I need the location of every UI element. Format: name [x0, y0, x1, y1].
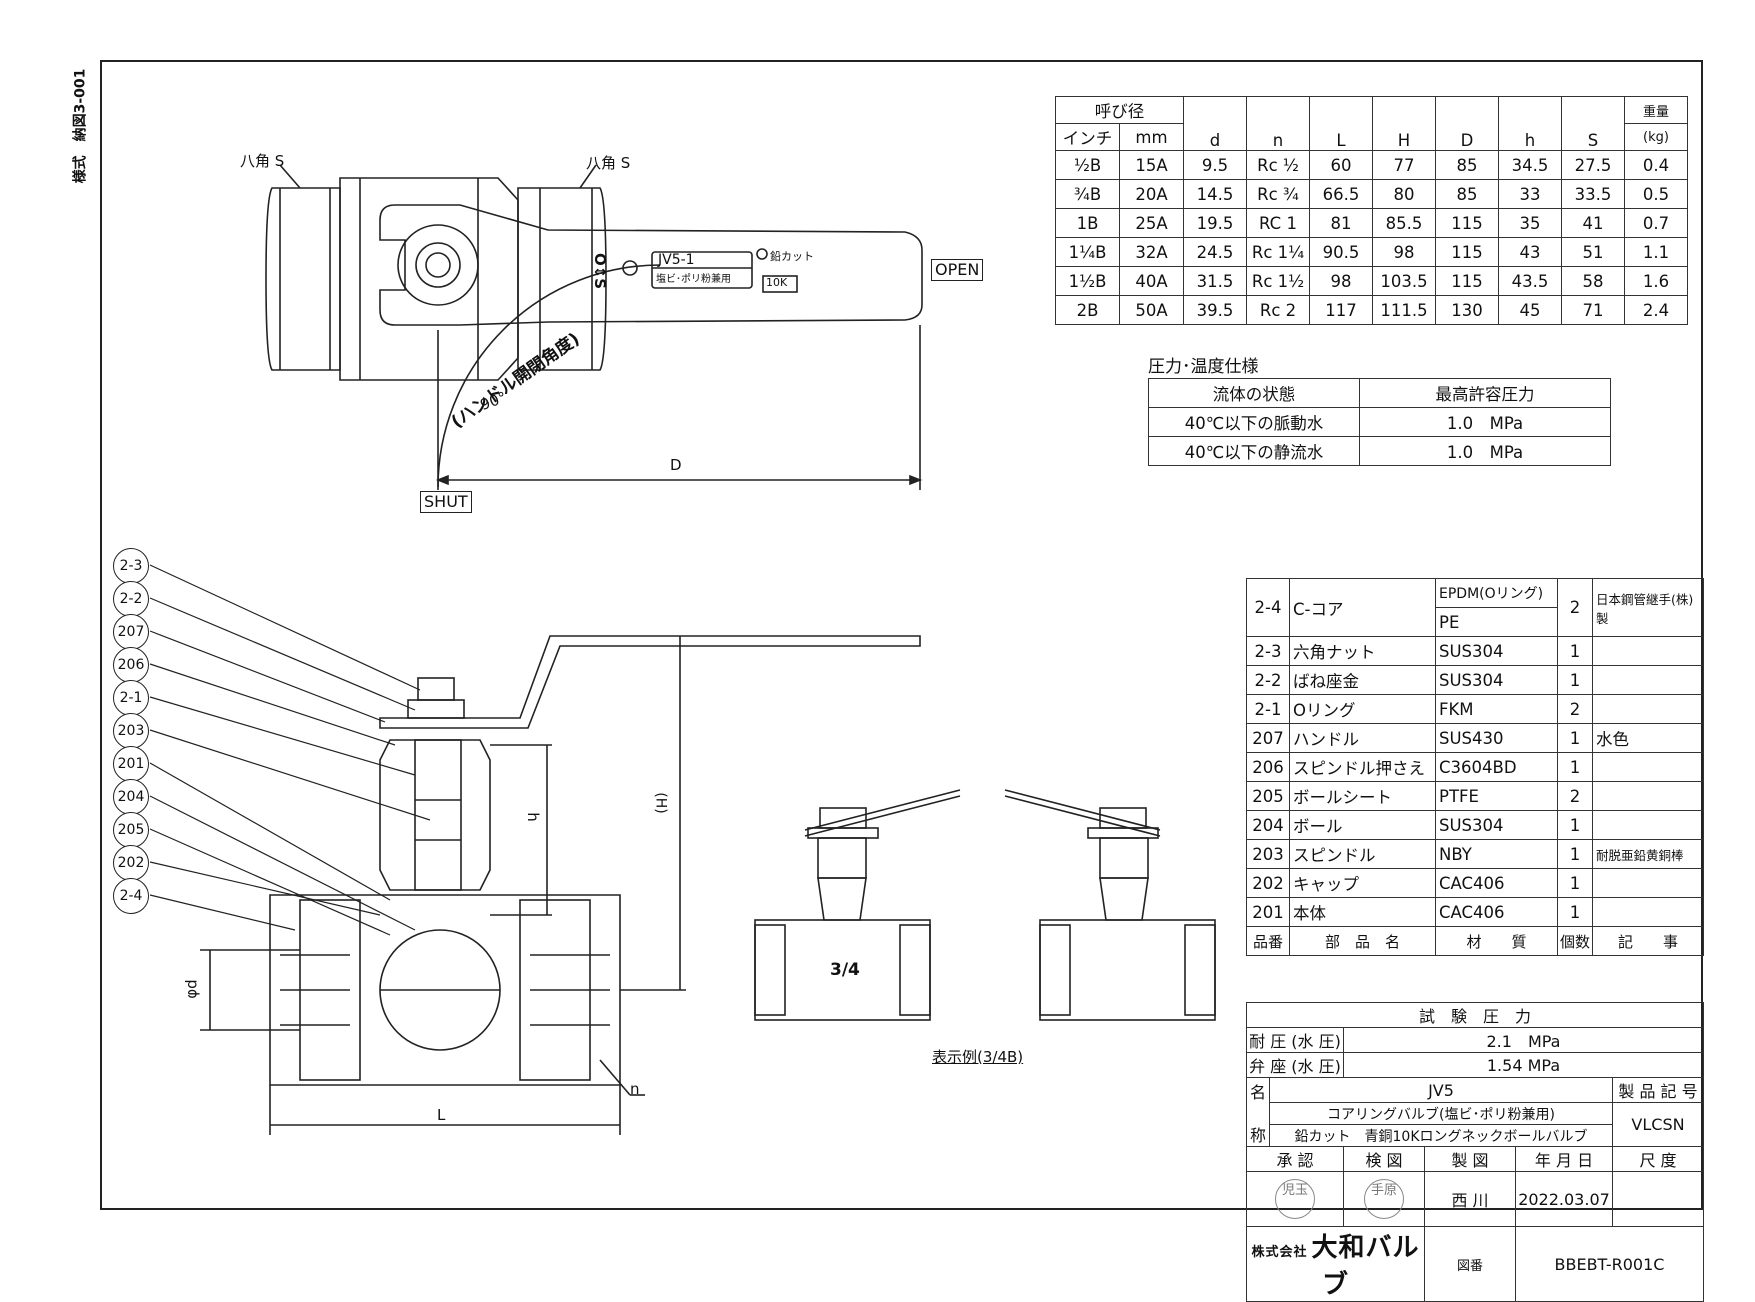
drawing-date: 2022.03.07 — [1515, 1171, 1613, 1227]
group-header: 呼び径 — [1055, 96, 1184, 124]
test-pressure-header: 試 験 圧 力 — [1246, 1002, 1704, 1028]
example-caption: 表示例(3/4B) — [932, 1048, 1024, 1066]
parts-header-row: 品番部 品 名材 質個数記 事 — [1246, 926, 1704, 956]
dim-h-label: h — [523, 812, 542, 822]
callout-205: 205 — [113, 812, 149, 848]
dim-n-label: n — [630, 1080, 640, 1098]
pressure-spec-title: 圧力･温度仕様 — [1148, 357, 1259, 377]
callout-202: 202 — [113, 845, 149, 881]
plate-10k: 10K — [766, 276, 788, 289]
valve-drawings — [149, 164, 1216, 1135]
plate-model: JV5-1 — [658, 252, 695, 268]
dim-D-label: D — [670, 456, 682, 474]
open-label: OPEN — [931, 259, 984, 281]
drawing-no-label: 図番 — [1424, 1226, 1516, 1302]
top-view-valve — [265, 164, 923, 490]
callout-207: 207 — [113, 614, 149, 650]
callout-2-2: 2-2 — [113, 581, 149, 617]
approval-stamp: 児玉 — [1275, 1179, 1315, 1219]
os-indicator: O⇕S — [591, 252, 610, 290]
drafter: 西 川 — [1424, 1171, 1516, 1227]
callout-2-4: 2-4 — [113, 878, 149, 914]
callout-206: 206 — [113, 647, 149, 683]
sign-header-row: 承 認 検 図 製 図 年 月 日 尺 度 — [1246, 1146, 1704, 1172]
product-code-label: 製 品 記 号 — [1612, 1077, 1704, 1103]
company-logo: 株式会社大和バルブ — [1246, 1226, 1425, 1302]
section-view-valve — [200, 635, 921, 1135]
hex-s-right-label: 八角 S — [586, 154, 631, 172]
callout-2-3: 2-3 — [113, 548, 149, 584]
drawing-no: BBEBT-R001C — [1515, 1226, 1704, 1302]
check-stamp: 手原 — [1364, 1179, 1404, 1219]
test-pressure-row: 弁 座 (水 圧) 1.54 MPa — [1246, 1052, 1704, 1078]
test-pressure-row: 耐 圧 (水 圧) 2.1 MPa — [1246, 1027, 1704, 1053]
callout-2-1: 2-1 — [113, 680, 149, 716]
callout-204: 204 — [113, 779, 149, 815]
product-series: JV5 — [1269, 1077, 1613, 1103]
example-view-back — [1004, 789, 1216, 1021]
plate-sub: 塩ビ･ポリ粉兼用 — [656, 274, 731, 285]
product-name-2: 鉛カット 青銅10Kロングネックボールバルブ — [1269, 1124, 1613, 1147]
dim-d-label: φd — [182, 979, 201, 999]
hex-s-left-label: 八角 S — [240, 152, 285, 170]
title-block: 試 験 圧 力 耐 圧 (水 圧) 2.1 MPa 弁 座 (水 圧) 1.54… — [1246, 1002, 1704, 1302]
callout-201: 201 — [113, 746, 149, 782]
dim-L-label: L — [437, 1106, 446, 1124]
product-name-1: コアリングバルブ(塩ビ･ポリ粉兼用) — [1269, 1102, 1613, 1125]
size-mark: 3/4 — [830, 960, 860, 980]
plate-lead: 鉛カット — [770, 250, 814, 263]
callout-leaders — [149, 564, 431, 936]
parts-row: 2-4 C-コア EPDM(Oリング) 2 日本鋼管継手(株)製 — [1246, 578, 1704, 637]
sign-row: 児玉 手原 西 川 2022.03.07 — [1246, 1171, 1704, 1227]
callout-203: 203 — [113, 713, 149, 749]
example-view-front — [754, 789, 961, 1021]
shut-label: SHUT — [420, 491, 472, 513]
dim-H-label: (H) — [652, 792, 669, 814]
product-code: VLCSN — [1612, 1102, 1704, 1147]
